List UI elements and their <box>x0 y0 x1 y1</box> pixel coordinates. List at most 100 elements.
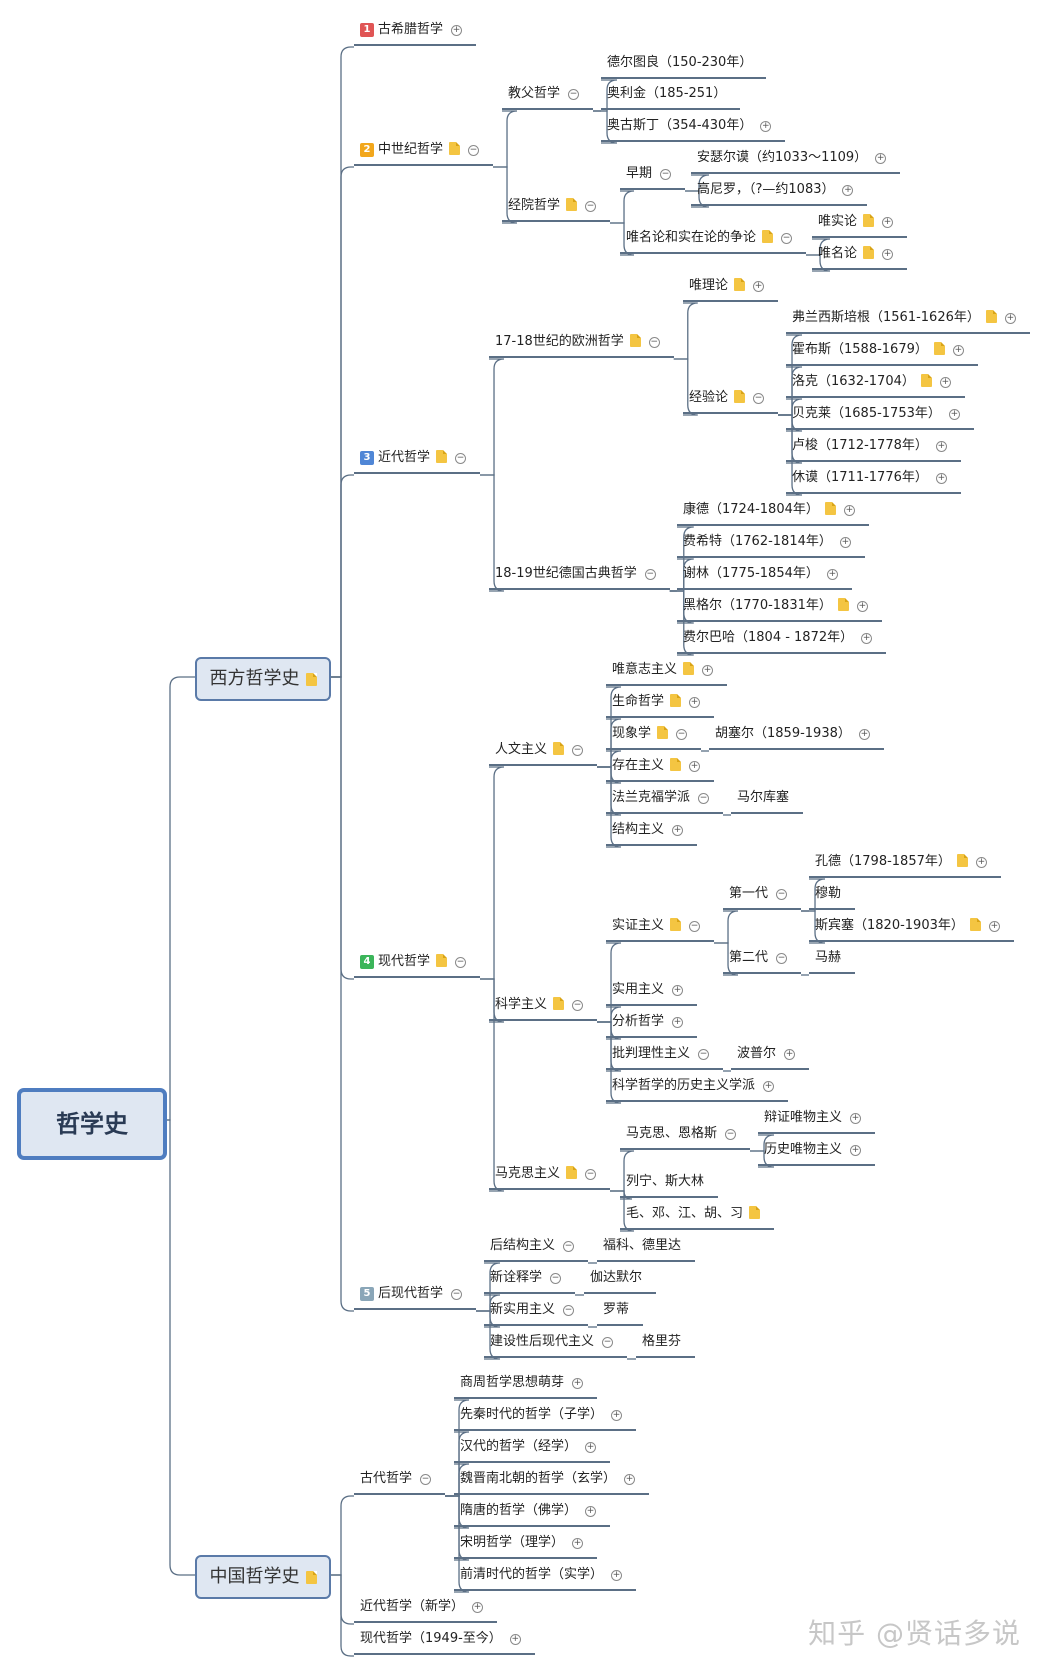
topic-rorty[interactable]: 罗蒂 <box>597 1301 644 1326</box>
topic-gen1[interactable]: 第一代− <box>723 885 802 910</box>
expand-icon[interactable]: + <box>760 121 772 132</box>
collapse-icon[interactable]: − <box>776 953 788 964</box>
expand-icon[interactable]: + <box>842 185 854 196</box>
topic-scientism[interactable]: 科学主义− <box>489 996 598 1021</box>
collapse-icon[interactable]: − <box>648 337 660 348</box>
note-icon[interactable] <box>670 918 682 931</box>
topic-gadamer[interactable]: 伽达默尔 <box>584 1269 657 1294</box>
topic-songming[interactable]: 宋明哲学（理学）+ <box>454 1534 598 1559</box>
note-icon[interactable] <box>553 997 565 1010</box>
collapse-icon[interactable]: − <box>585 1169 597 1180</box>
expand-icon[interactable]: + <box>611 1410 623 1421</box>
collapse-icon[interactable]: − <box>698 793 710 804</box>
topic-neoprag[interactable]: 新实用主义− <box>484 1301 589 1326</box>
topic-realism[interactable]: 唯实论+ <box>812 213 908 238</box>
topic-kant[interactable]: 康德（1724-1804年）+ <box>677 501 869 526</box>
expand-icon[interactable]: + <box>672 825 684 836</box>
note-icon[interactable] <box>985 310 997 323</box>
topic-empiricism[interactable]: 经验论− <box>683 389 779 414</box>
topic-marxengels[interactable]: 马克思、恩格斯− <box>620 1125 751 1150</box>
note-icon[interactable] <box>657 726 669 739</box>
collapse-icon[interactable]: − <box>455 453 467 464</box>
note-icon[interactable] <box>553 742 565 755</box>
topic-origen[interactable]: 奥利金（185-251） <box>601 85 741 110</box>
topic-locke[interactable]: 洛克（1632-1704）+ <box>786 373 965 398</box>
note-icon[interactable] <box>734 278 746 291</box>
note-icon[interactable] <box>683 662 695 675</box>
expand-icon[interactable]: + <box>856 601 868 612</box>
collapse-icon[interactable]: − <box>585 201 597 212</box>
topic-tertullian[interactable]: 德尔图良（150-230年） <box>601 54 767 79</box>
topic-anselm[interactable]: 安瑟尔谟（约1033～1109）+ <box>691 149 901 174</box>
collapse-icon[interactable]: − <box>698 1049 710 1060</box>
main-node-china[interactable]: 中国哲学史 <box>195 1555 331 1599</box>
expand-icon[interactable]: + <box>689 697 701 708</box>
collapse-icon[interactable]: − <box>602 1337 614 1348</box>
topic-comte[interactable]: 孔德（1798-1857年）+ <box>809 853 1001 878</box>
note-icon[interactable] <box>824 502 836 515</box>
topic-preqin[interactable]: 先秦时代的哲学（子学）+ <box>454 1406 637 1431</box>
expand-icon[interactable]: + <box>935 473 947 484</box>
collapse-icon[interactable]: − <box>781 233 793 244</box>
collapse-icon[interactable]: − <box>753 393 765 404</box>
expand-icon[interactable]: + <box>672 985 684 996</box>
collapse-icon[interactable]: − <box>776 889 788 900</box>
topic-leninstalin[interactable]: 列宁、斯大林 <box>620 1173 719 1198</box>
expand-icon[interactable]: + <box>861 633 873 644</box>
topic-foucault[interactable]: 福科、德里达 <box>597 1237 696 1262</box>
topic-phenom[interactable]: 现象学− <box>606 725 702 750</box>
expand-icon[interactable]: + <box>882 249 894 260</box>
note-icon[interactable] <box>863 246 875 259</box>
expand-icon[interactable]: + <box>585 1442 597 1453</box>
note-icon[interactable] <box>629 334 641 347</box>
topic-gaunilo[interactable]: 高尼罗，（?—约1083）+ <box>691 181 868 206</box>
topic-german[interactable]: 18-19世纪德国古典哲学− <box>489 565 670 590</box>
topic-rationalism[interactable]: 唯理论+ <box>683 277 779 302</box>
collapse-icon[interactable]: − <box>568 89 580 100</box>
topic-patristic[interactable]: 教父哲学− <box>502 85 594 110</box>
expand-icon[interactable]: + <box>611 1570 623 1581</box>
topic-euro[interactable]: 17-18世纪的欧洲哲学− <box>489 333 674 358</box>
topic-mill[interactable]: 穆勒 <box>809 885 856 910</box>
collapse-icon[interactable]: − <box>689 921 701 932</box>
collapse-icon[interactable]: − <box>676 729 688 740</box>
topic-mao[interactable]: 毛、邓、江、胡、习 <box>620 1205 775 1230</box>
expand-icon[interactable]: + <box>935 441 947 452</box>
expand-icon[interactable]: + <box>702 665 714 676</box>
topic-early[interactable]: 早期− <box>620 165 686 190</box>
expand-icon[interactable]: + <box>882 217 894 228</box>
collapse-icon[interactable]: − <box>468 145 480 156</box>
topic-popper[interactable]: 波普尔+ <box>731 1045 810 1070</box>
expand-icon[interactable]: + <box>572 1538 584 1549</box>
topic-positivism[interactable]: 实证主义− <box>606 917 715 942</box>
collapse-icon[interactable]: − <box>455 957 467 968</box>
topic-berkeley[interactable]: 贝克莱（1685-1753年）+ <box>786 405 974 430</box>
collapse-icon[interactable]: − <box>451 1289 463 1300</box>
expand-icon[interactable]: + <box>472 1602 484 1613</box>
collapse-icon[interactable]: − <box>725 1129 737 1140</box>
topic-bacon[interactable]: 弗兰西斯培根（1561-1626年）+ <box>786 309 1030 334</box>
topic-hume[interactable]: 休谟（1711-1776年）+ <box>786 469 961 494</box>
expand-icon[interactable]: + <box>858 729 870 740</box>
note-icon[interactable] <box>969 918 981 931</box>
expand-icon[interactable]: + <box>624 1474 636 1485</box>
topic-feuerbach[interactable]: 费尔巴哈（1804 - 1872年）+ <box>677 629 887 654</box>
expand-icon[interactable]: + <box>585 1506 597 1517</box>
expand-icon[interactable]: + <box>850 1113 862 1124</box>
note-icon[interactable] <box>436 954 448 967</box>
note-icon[interactable] <box>436 450 448 463</box>
topic-life[interactable]: 生命哲学+ <box>606 693 715 718</box>
topic-weijin[interactable]: 魏晋南北朝的哲学（玄学）+ <box>454 1470 650 1495</box>
collapse-icon[interactable]: − <box>572 1000 584 1011</box>
topic-constructive[interactable]: 建设性后现代主义− <box>484 1333 628 1358</box>
note-icon[interactable] <box>670 694 682 707</box>
topic-humanism[interactable]: 人文主义− <box>489 741 598 766</box>
note-icon[interactable] <box>449 142 461 155</box>
collapse-icon[interactable]: − <box>572 745 584 756</box>
topic-nominalism[interactable]: 唯名论+ <box>812 245 908 270</box>
topic-ancient[interactable]: 古代哲学− <box>354 1470 446 1495</box>
topic-griffin[interactable]: 格里芬 <box>636 1333 696 1358</box>
topic-poststruct[interactable]: 后结构主义− <box>484 1237 589 1262</box>
note-icon[interactable] <box>956 854 968 867</box>
